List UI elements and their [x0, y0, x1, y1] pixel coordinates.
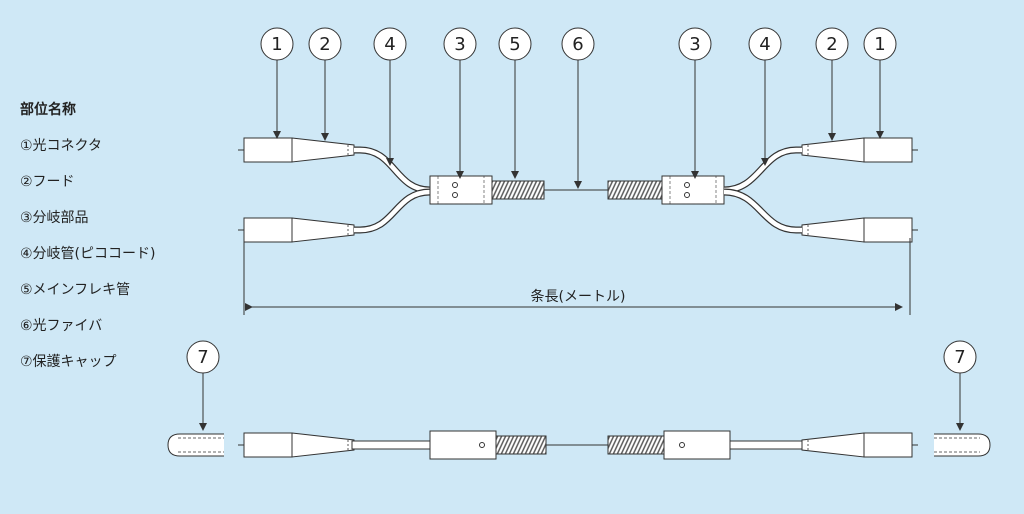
protective-cap-right — [934, 433, 991, 457]
callout-circle-top-4 — [498, 27, 532, 61]
branch-tube-ul2 — [354, 189, 431, 233]
callout-number-bottom-0: 7 — [197, 347, 208, 368]
optical-connector-ul2 — [243, 217, 293, 243]
part-names-legend: 部位名称 ①光コネクタ ②フード ③分岐部品 ④分岐管(ピココード) ⑤メインフ… — [20, 100, 155, 388]
hood-ur2 — [801, 217, 865, 243]
callout-number-top-0: 1 — [271, 34, 282, 55]
branch-tube-lower-left — [351, 440, 431, 450]
branch-part-lower-right — [663, 430, 731, 460]
callout-circle-bottom-0 — [186, 340, 220, 374]
hood-lr — [801, 432, 865, 458]
callout-markers: 1 2 4 3 5 6 3 4 2 1 7 7 — [186, 27, 977, 431]
callout-circle-top-3 — [443, 27, 477, 61]
callout-number-top-9: 1 — [874, 34, 885, 55]
main-flex-tube-lr — [607, 435, 665, 455]
protective-cap-right-inner — [934, 437, 980, 453]
main-flex-tube-ur — [607, 180, 665, 200]
branch-screw-ulb — [452, 192, 458, 198]
callout-circle-top-0 — [260, 27, 294, 61]
branch-tube-lower-right — [729, 440, 803, 450]
branch-tube-ur2 — [723, 189, 802, 233]
callout-number-top-8: 2 — [826, 34, 837, 55]
hood-ll — [291, 432, 355, 458]
protective-cap-left-inner — [178, 437, 224, 453]
callout-number-top-2: 4 — [384, 34, 395, 55]
branch-screw-ula — [452, 182, 458, 188]
hood-ul1 — [291, 137, 355, 163]
hood-ur1 — [801, 137, 865, 163]
callout-circle-top-7 — [748, 27, 782, 61]
optical-connector-ll — [243, 432, 293, 458]
callout-circle-top-2 — [373, 27, 407, 61]
callout-number-top-6: 3 — [689, 34, 700, 55]
branch-part-ur — [661, 175, 725, 205]
legend-title: 部位名称 — [20, 102, 76, 118]
branch-part-ul — [429, 175, 493, 205]
legend-item-branch-tube: ④分岐管(ピココード) — [20, 246, 156, 262]
branch-tube-ur1 — [723, 147, 802, 193]
callout-circle-top-1 — [308, 27, 342, 61]
legend-item-hood: ②フード — [20, 174, 75, 190]
callout-circle-top-8 — [815, 27, 849, 61]
optical-connector-ur1 — [863, 137, 913, 163]
callout-number-top-7: 4 — [759, 34, 770, 55]
callout-number-top-3: 3 — [454, 34, 465, 55]
branch-screw-lower-left — [479, 442, 485, 448]
main-flex-tube-ll — [495, 435, 547, 455]
callout-number-top-5: 6 — [572, 34, 583, 55]
branch-screw-urb — [684, 192, 690, 198]
optical-connector-ul1 — [243, 137, 293, 163]
branch-part-lower-left — [429, 430, 497, 460]
callout-number-bottom-1: 7 — [954, 347, 965, 368]
callout-number-top-4: 5 — [509, 34, 520, 55]
callout-circle-bottom-1 — [943, 340, 977, 374]
protective-cap-left — [167, 433, 224, 457]
lower-cable-assembly — [167, 430, 991, 460]
length-label: 条長(メートル) — [531, 288, 626, 305]
branch-screw-ura — [684, 182, 690, 188]
legend-item-optical-fiber: ⑥光ファイバ — [20, 318, 103, 334]
optical-connector-ur2 — [863, 217, 913, 243]
hood-ul2 — [291, 217, 355, 243]
legend-item-branch-part: ③分岐部品 — [20, 210, 89, 226]
callout-circle-top-6 — [678, 27, 712, 61]
legend-item-optical-connector: ①光コネクタ — [20, 138, 102, 154]
legend-item-main-flex-tube: ⑤メインフレキ管 — [20, 282, 131, 298]
length-dimension: 条長(メートル) — [243, 238, 911, 315]
main-flex-tube-ul — [491, 180, 545, 200]
branch-screw-lower-right — [679, 442, 685, 448]
callout-number-top-1: 2 — [319, 34, 330, 55]
branch-tube-ul1 — [354, 147, 431, 193]
callout-circle-top-9 — [863, 27, 897, 61]
legend-item-protective-cap: ⑦保護キャップ — [20, 354, 117, 370]
callout-circle-top-5 — [561, 27, 595, 61]
optical-connector-lr — [863, 432, 913, 458]
upper-cable-assembly — [238, 137, 918, 243]
